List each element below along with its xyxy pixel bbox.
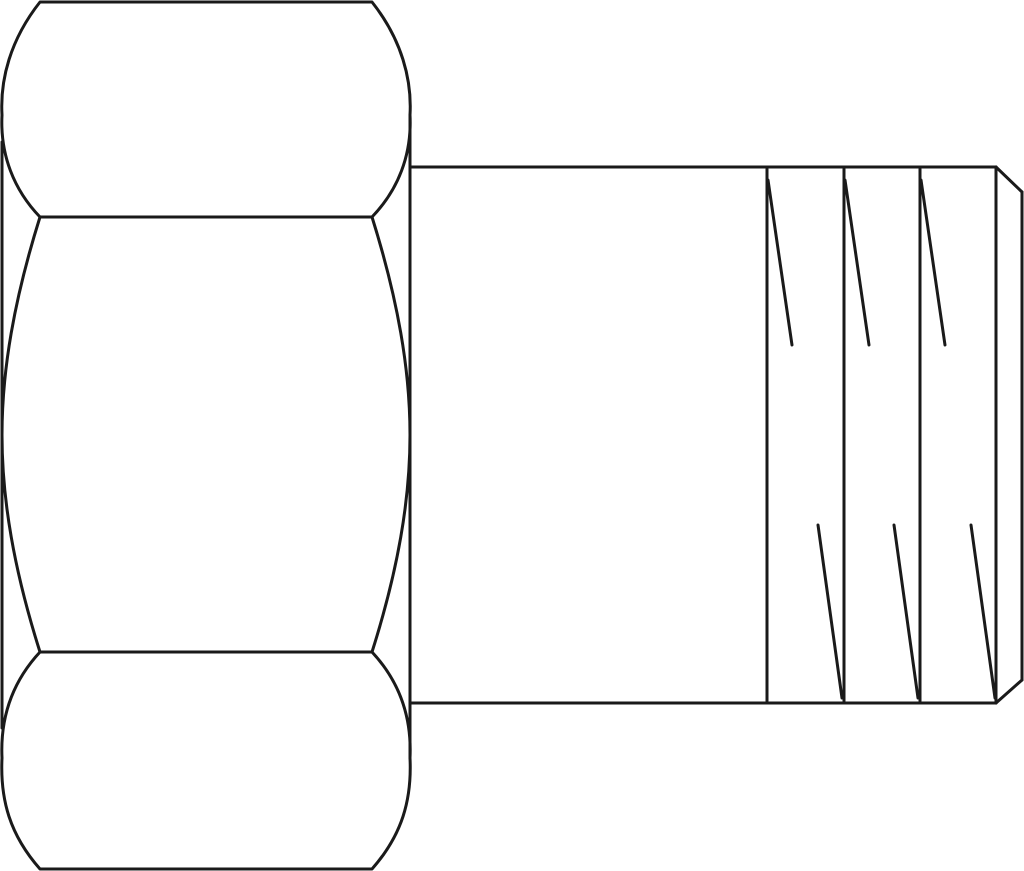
thread-slant-lower-2 (892, 523, 920, 700)
threaded-shank (408, 165, 1024, 705)
thread-slant-upper-2 (843, 178, 871, 347)
thread-slant-lower-1 (816, 523, 844, 700)
hex-nut-bottom-face (0, 650, 412, 871)
hex-nut (0, 0, 412, 871)
thread-slant-upper-3 (919, 178, 947, 347)
thread-slant-lower-3 (969, 523, 997, 700)
shank-chamfer-bottom (994, 678, 1024, 705)
shank-chamfer-top (994, 165, 1024, 194)
thread-slant-upper-1 (766, 178, 794, 347)
